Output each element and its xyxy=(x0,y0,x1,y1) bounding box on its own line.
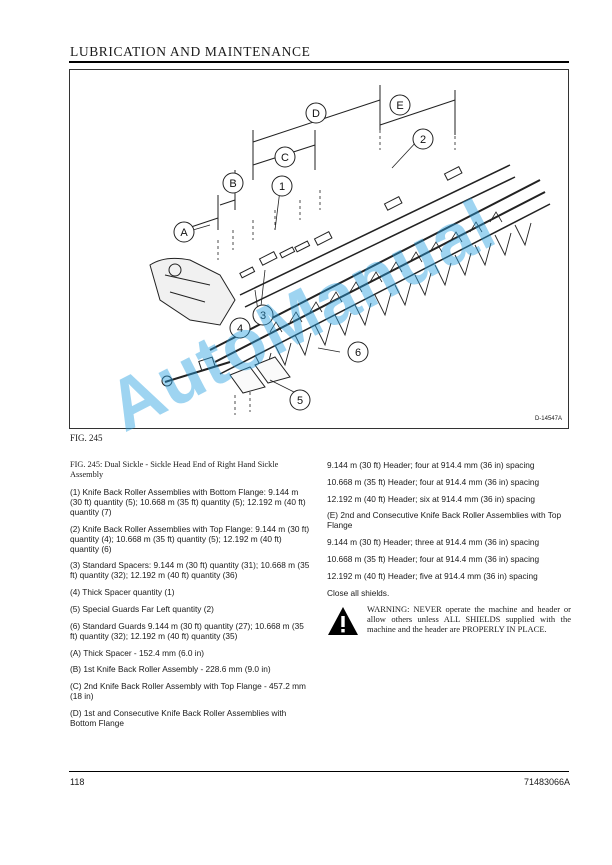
header-rule xyxy=(69,61,569,63)
footer-rule xyxy=(69,771,569,772)
spacing-30ft-D: 9.144 m (30 ft) Header; four at 914.4 mm… xyxy=(327,460,535,470)
warning-triangle-icon xyxy=(328,607,358,636)
spacing-35ft-E: 10.668 m (35 ft) Header; four at 914.4 m… xyxy=(327,553,540,564)
callout-C: C xyxy=(281,152,289,164)
sickle-assembly-drawing: A B C D E 1 2 3 4 5 6 xyxy=(149,85,551,415)
warning-text: WARNING: NEVER operate the machine and h… xyxy=(367,604,571,635)
close-shields-note: Close all shields. xyxy=(327,587,390,598)
callout-6: 6 xyxy=(355,347,361,359)
warning-block: WARNING: NEVER operate the machine and h… xyxy=(327,604,571,644)
legend-item-D: (D) 1st and Consecutive Knife Back Rolle… xyxy=(70,707,287,728)
figure-illustration: A B C D E 1 2 3 4 5 6 D-14547A xyxy=(69,69,569,429)
callout-D: D xyxy=(312,108,320,120)
spacing-40ft-E: 12.192 m (40 ft) Header; five at 914.4 m… xyxy=(327,570,538,581)
legend-item-1: (1) Knife Back Roller Assemblies with Bo… xyxy=(70,486,306,517)
document-number: 71483066A xyxy=(523,777,570,787)
drawing-id: D-14547A xyxy=(534,416,562,422)
left-column: FIG. 245: Dual Sickle - Sickle Head End … xyxy=(70,460,310,735)
legend-item-4: (4) Thick Spacer quantity (1) xyxy=(70,587,175,598)
figure-caption: FIG. 245: Dual Sickle - Sickle Head End … xyxy=(70,460,279,479)
callout-5: 5 xyxy=(297,395,303,407)
legend-item-E: (E) 2nd and Consecutive Knife Back Rolle… xyxy=(327,510,562,531)
callout-E: E xyxy=(396,100,403,112)
spacing-35ft-D: 10.668 m (35 ft) Header; four at 914.4 m… xyxy=(327,476,540,487)
figure-label: FIG. 245 xyxy=(70,433,103,443)
right-column: 9.144 m (30 ft) Header; four at 914.4 mm… xyxy=(327,460,571,644)
callout-B: B xyxy=(229,178,236,190)
callout-4: 4 xyxy=(237,323,243,335)
callout-3: 3 xyxy=(260,310,266,322)
callout-A: A xyxy=(180,227,188,239)
page-number: 118 xyxy=(70,777,85,787)
spacing-40ft-D: 12.192 m (40 ft) Header; six at 914.4 mm… xyxy=(327,493,535,504)
legend-item-6: (6) Standard Guards 9.144 m (30 ft) quan… xyxy=(70,620,304,641)
callout-2: 2 xyxy=(420,134,426,146)
spacing-30ft-E: 9.144 m (30 ft) Header; three at 914.4 m… xyxy=(327,537,540,548)
legend-item-C: (C) 2nd Knife Back Roller Assembly with … xyxy=(70,681,306,702)
legend-item-A: (A) Thick Spacer - 152.4 mm (6.0 in) xyxy=(70,647,205,658)
callout-1: 1 xyxy=(279,181,285,193)
legend-item-5: (5) Special Guards Far Left quantity (2) xyxy=(70,603,214,614)
legend-item-3: (3) Standard Spacers: 9.144 m (30 ft) qu… xyxy=(70,560,310,581)
page-header-title: LUBRICATION AND MAINTENANCE xyxy=(70,44,311,59)
legend-item-B: (B) 1st Knife Back Roller Assembly - 228… xyxy=(70,664,271,675)
legend-item-2: (2) Knife Back Roller Assemblies with To… xyxy=(70,523,310,554)
